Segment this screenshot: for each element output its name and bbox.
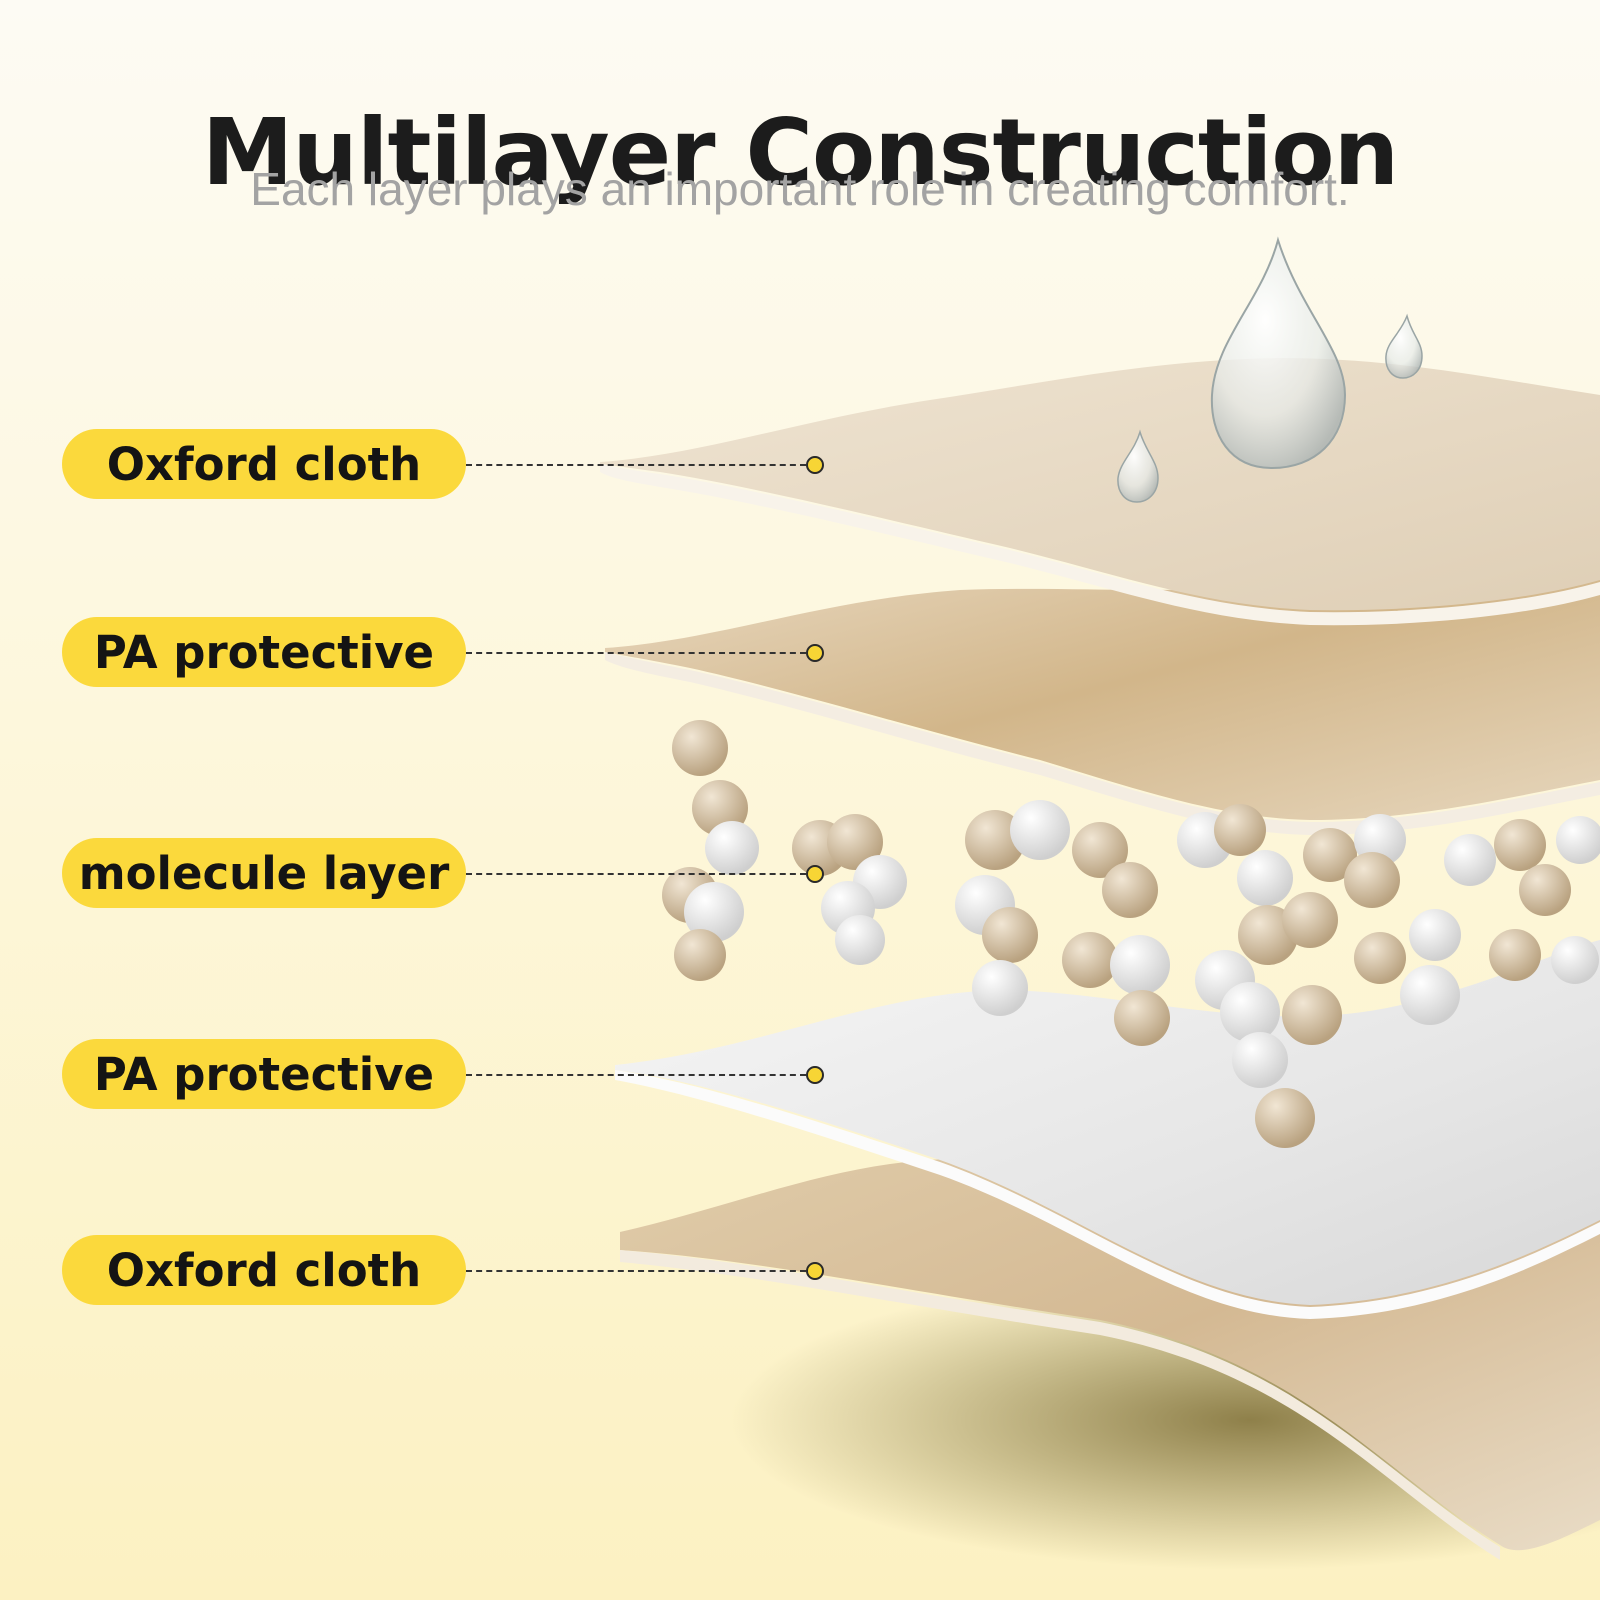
molecule-bead <box>1282 892 1338 948</box>
molecule-bead <box>1354 932 1406 984</box>
leader-line <box>466 652 806 654</box>
layer-label-molecule-layer: molecule layer <box>62 838 466 908</box>
molecule-bead <box>1489 929 1541 981</box>
leader-line <box>466 1074 806 1076</box>
layer-label-pa-protective-top: PA protective <box>62 617 466 687</box>
layer-label-pa-protective-bottom: PA protective <box>62 1039 466 1109</box>
water-drop-small-right <box>1385 313 1423 379</box>
leader-dot <box>806 644 824 662</box>
leader-dot <box>806 1262 824 1280</box>
molecule-bead <box>1232 1032 1288 1088</box>
molecule-bead <box>1102 862 1158 918</box>
molecule-bead <box>1282 985 1342 1045</box>
molecule-bead <box>1214 804 1266 856</box>
layer-label-oxford-cloth-top: Oxford cloth <box>62 429 466 499</box>
molecule-beads <box>662 720 1600 1148</box>
molecule-bead <box>1519 864 1571 916</box>
molecule-bead <box>982 907 1038 963</box>
molecule-bead <box>1400 965 1460 1025</box>
molecule-bead <box>1072 822 1128 878</box>
leader-line <box>466 1270 806 1272</box>
leader-dot <box>806 456 824 474</box>
molecule-bead <box>972 960 1028 1016</box>
top-oxford-layer <box>600 358 1600 626</box>
leader-dot <box>806 1066 824 1084</box>
molecule-bead <box>1255 1088 1315 1148</box>
molecule-bead <box>1409 909 1461 961</box>
molecule-bead <box>1494 819 1546 871</box>
molecule-bead <box>965 810 1025 870</box>
molecule-bead <box>1110 935 1170 995</box>
molecule-bead <box>1010 800 1070 860</box>
molecule-bead <box>1303 828 1357 882</box>
molecule-bead <box>1556 816 1600 864</box>
water-drop-large <box>1210 236 1347 470</box>
molecule-bead <box>1220 982 1280 1042</box>
molecule-bead <box>835 915 885 965</box>
leader-line <box>466 464 806 466</box>
molecule-bead <box>1237 850 1293 906</box>
molecule-bead <box>1344 852 1400 908</box>
water-drop-small-left <box>1117 429 1159 503</box>
molecule-bead <box>705 821 759 875</box>
molecule-bead <box>1114 990 1170 1046</box>
leader-line <box>466 873 806 875</box>
layer-label-oxford-cloth-bottom: Oxford cloth <box>62 1235 466 1305</box>
molecule-bead <box>1062 932 1118 988</box>
leader-dot <box>806 865 824 883</box>
page-subtitle: Each layer plays an important role in cr… <box>250 163 1350 215</box>
molecule-bead <box>1551 936 1599 984</box>
molecule-bead <box>684 882 744 942</box>
molecule-bead <box>1444 834 1496 886</box>
lower-pa-layer <box>615 940 1600 1319</box>
molecule-bead <box>827 814 883 870</box>
water-droplets <box>1117 236 1423 503</box>
molecule-bead <box>672 720 728 776</box>
molecule-bead <box>674 929 726 981</box>
page-title: Multilayer Construction <box>201 98 1399 206</box>
